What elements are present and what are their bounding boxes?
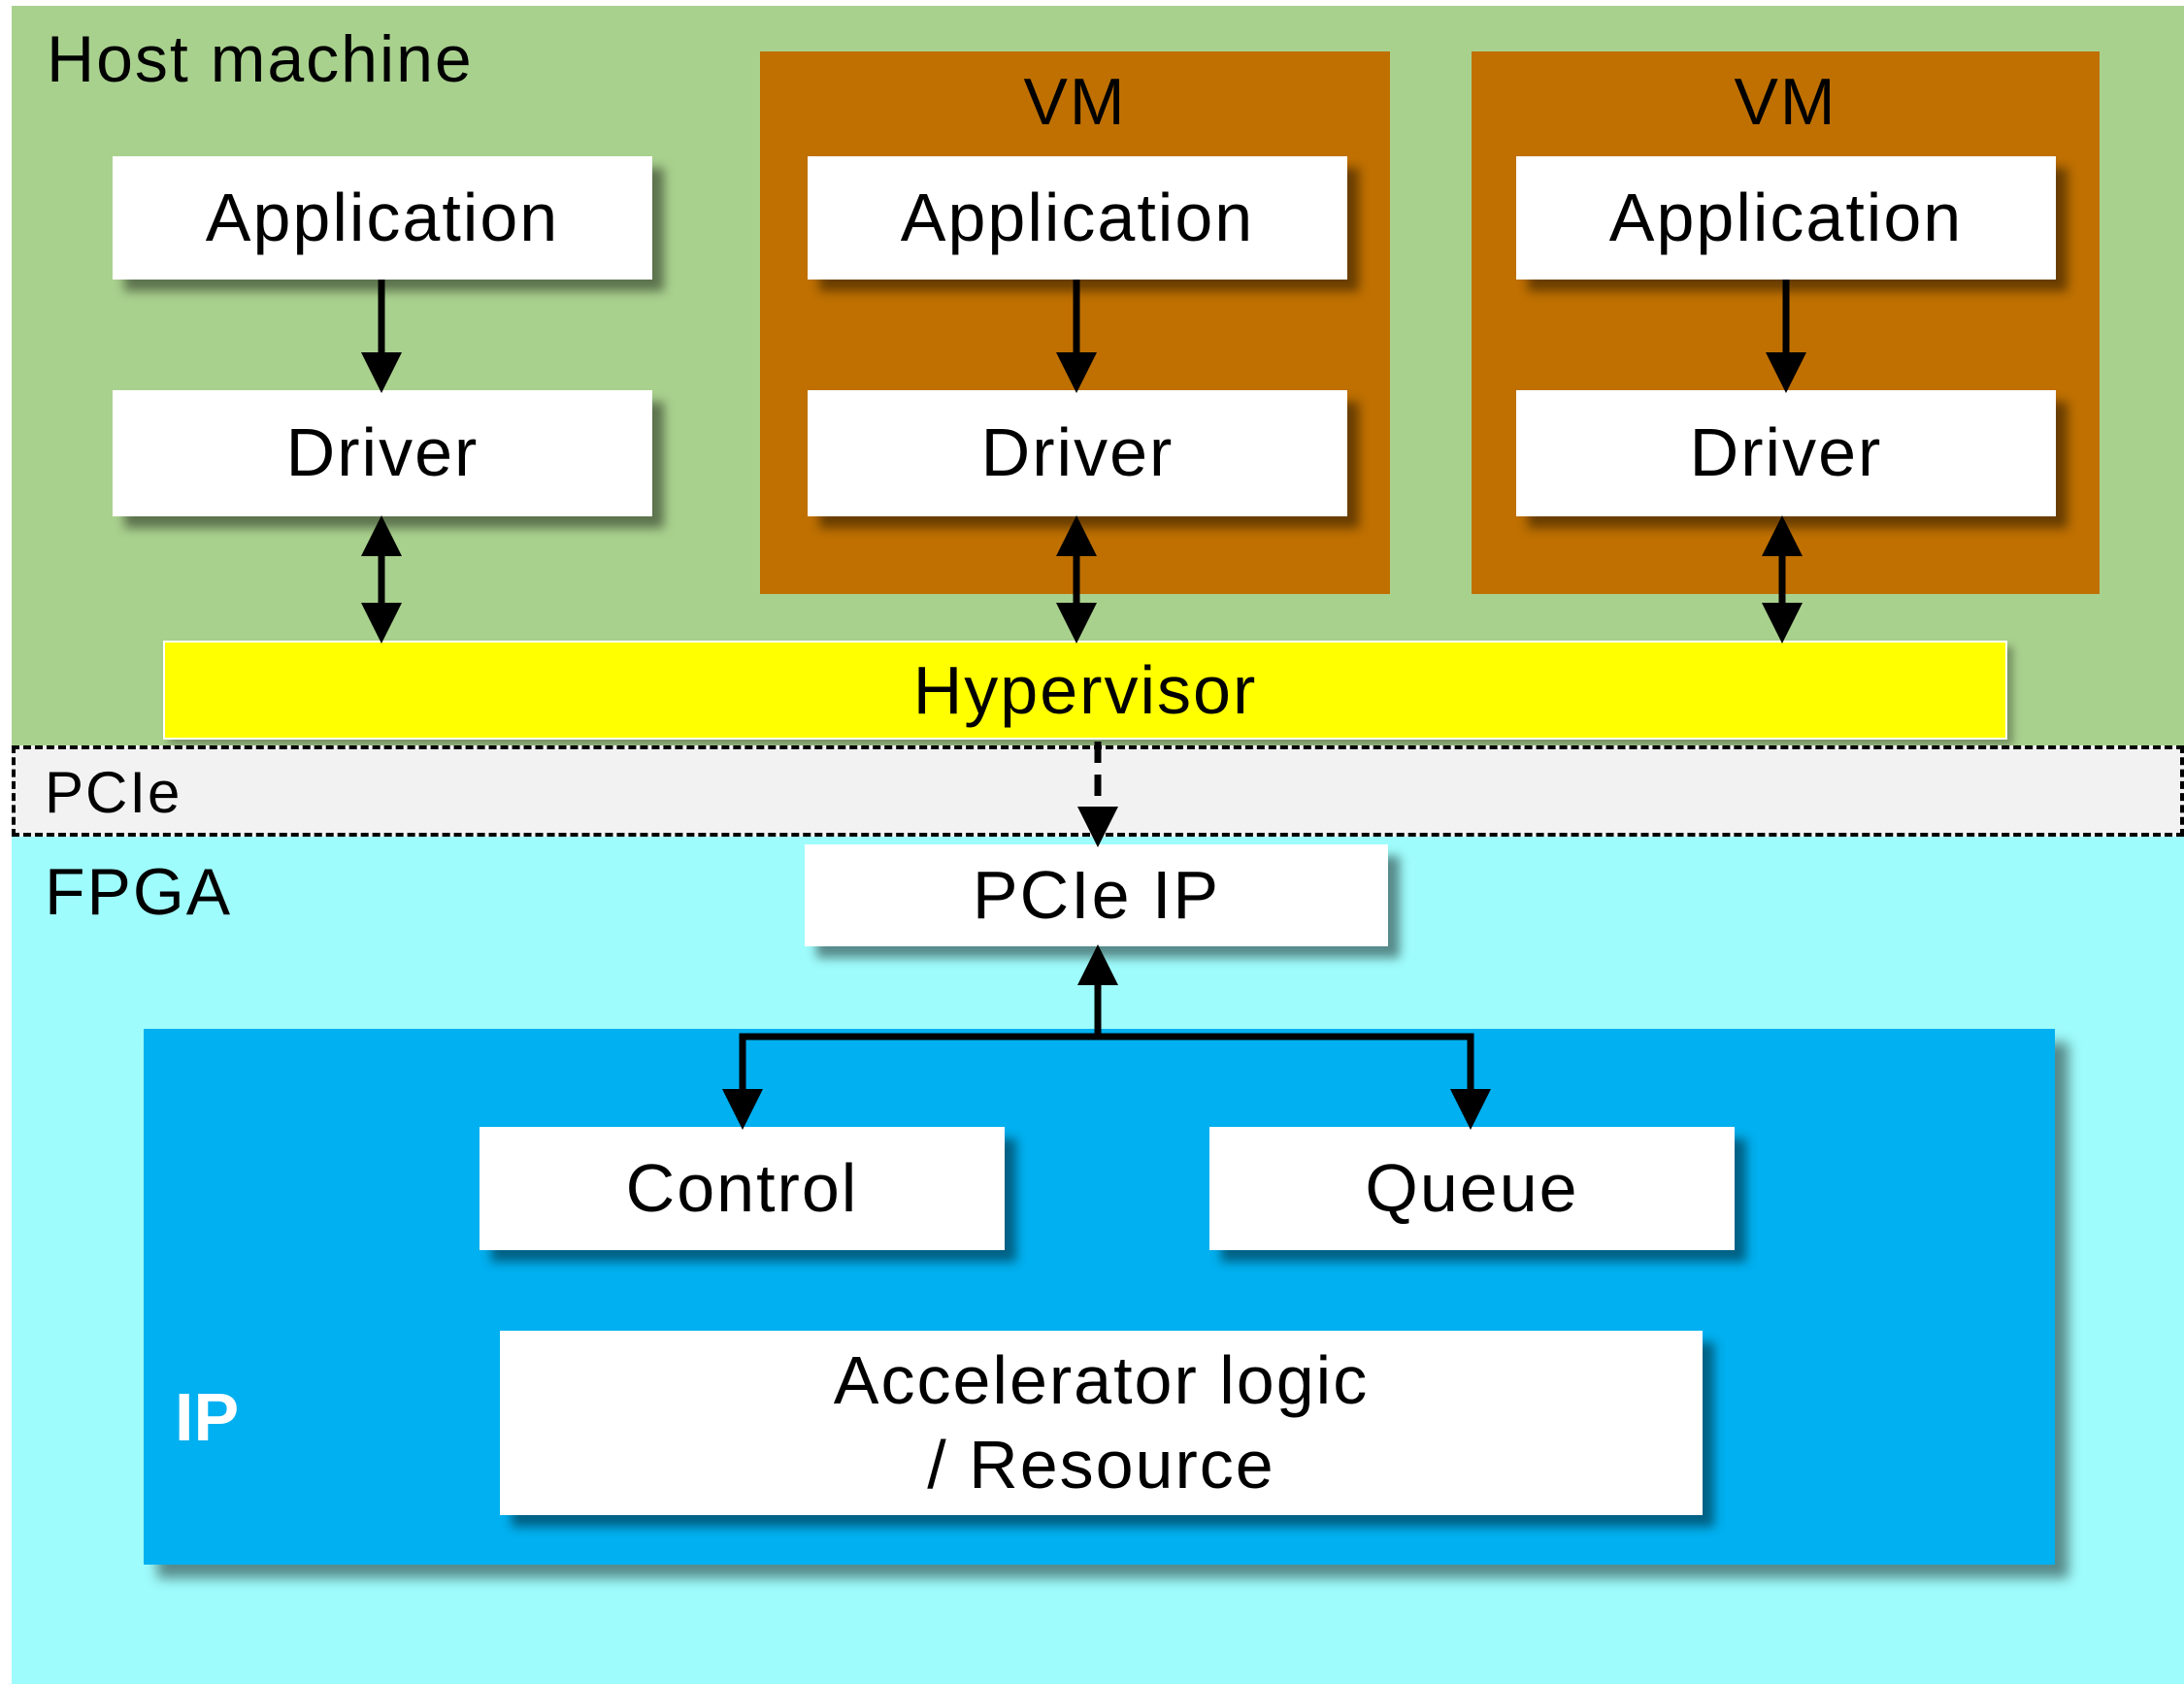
host-driver-box: Driver [113,390,652,516]
vm-1-label: VM [1023,65,1127,139]
pcie-label: PCIe [45,760,182,825]
host-application-box: Application [113,156,652,280]
pcie-ip-box: PCIe IP [805,844,1388,946]
fpga-label: FPGA [45,855,233,929]
control-box: Control [480,1127,1005,1250]
vm-2-label: VM [1734,65,1837,139]
vm-1-driver-box: Driver [808,390,1347,516]
accelerator-box: Accelerator logic / Resource [500,1331,1703,1515]
ip-label: IP [175,1379,240,1455]
host-machine-label: Host machine [47,22,474,96]
bus-line [722,1033,1491,1130]
queue-box: Queue [1209,1127,1735,1250]
accelerator-line-1: Accelerator logic [833,1341,1370,1418]
hypervisor-bar: Hypervisor [163,641,2007,740]
vm-2-application-box: Application [1516,156,2056,280]
accelerator-line-2: / Resource [927,1427,1275,1502]
vm-1-application-box: Application [808,156,1347,280]
vm-2-driver-box: Driver [1516,390,2056,516]
